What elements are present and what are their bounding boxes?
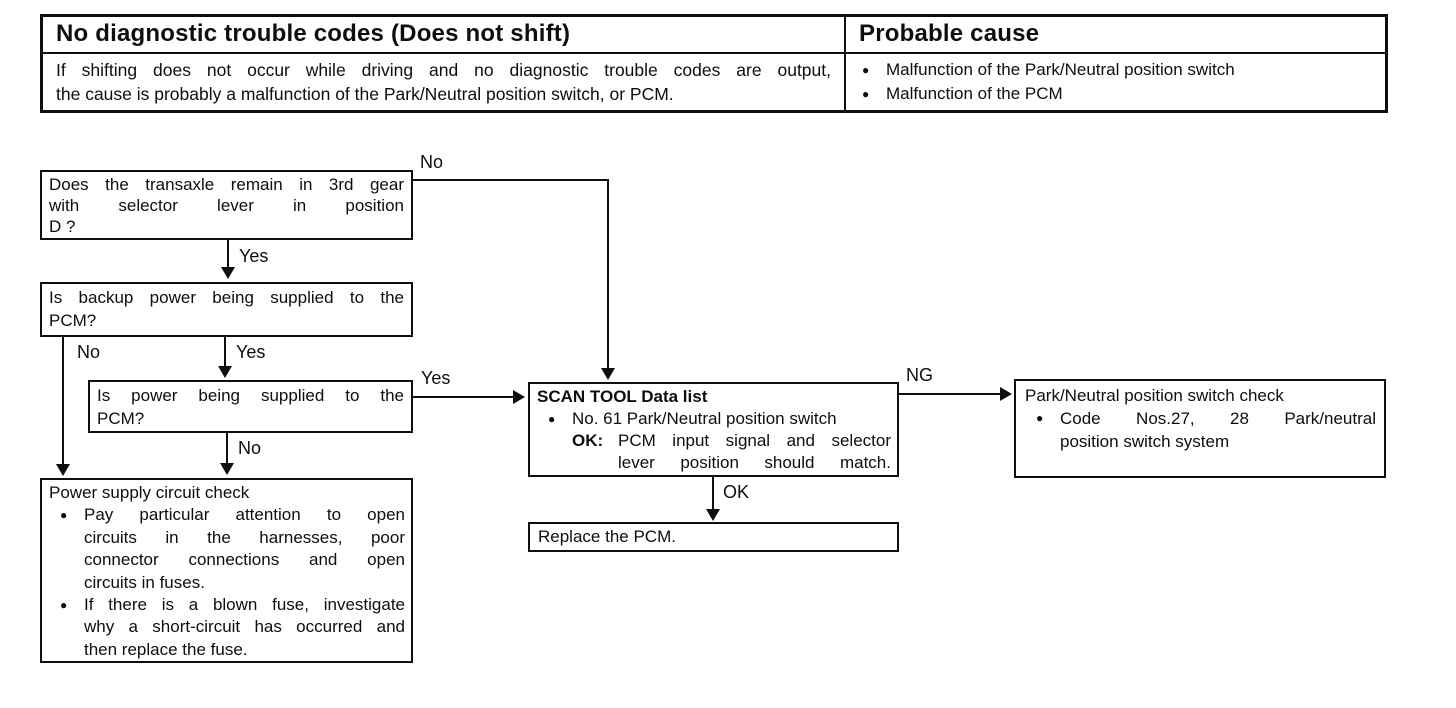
symptom-description: If shifting does not occur while driving… [43,54,846,111]
flow-box-replace-pcm: Replace the PCM. [528,522,899,552]
box-title: Park/Neutral position switch check [1025,386,1284,405]
bullet-icon: ● [862,87,870,101]
connector-line-power-no [226,433,228,465]
flow-box-transaxle-question: Does the transaxle remain in 3rd gear wi… [40,170,413,240]
question-line: D ? [49,217,76,236]
arrow-down-icon [221,267,235,279]
check-item-line: Pay particular attention to open [84,505,405,525]
question-line: PCM? [49,311,97,330]
connector-line-scan-ng [899,393,1001,395]
check-item: ● Pay particular attention to open circu… [48,504,405,594]
ok-text-line: lever position should match. [618,453,891,472]
connector-label-yes: Yes [421,368,451,388]
connector-line-transaxle-yes [227,240,229,269]
symptom-description-line: the cause is probably a malfunction of t… [56,84,674,104]
flow-box-power-supply-check: Power supply circuit check ● Pay particu… [40,478,413,663]
ok-label: OK: [572,431,604,450]
table-body-row: If shifting does not occur while driving… [43,54,1385,111]
box-title: Power supply circuit check [49,483,250,502]
connector-label-no: No [420,152,444,172]
table-header-row: No diagnostic trouble codes (Does not sh… [43,17,1385,54]
question-line: PCM? [97,409,145,428]
flow-box-pn-switch-check: Park/Neutral position switch check ● Cod… [1014,379,1386,478]
arrow-down-icon [706,509,720,521]
ok-text: PCM input signal and selector lever posi… [618,430,891,474]
check-item-line: why a short-circuit has occurred and [84,617,405,637]
check-item-line: then replace the fuse. [84,639,248,659]
question-line: Is power being supplied to the [97,386,404,405]
check-item-line: position switch system [1060,432,1230,451]
flow-box-power-question: Is power being supplied to the PCM? [88,380,413,433]
scan-ok-condition: OK: PCM input signal and selector lever … [572,430,891,474]
ok-text-line: PCM input signal and selector [618,431,891,450]
flow-box-backup-power-question: Is backup power being supplied to the PC… [40,282,413,337]
arrow-down-icon [56,464,70,476]
cause-text: Malfunction of the PCM [886,84,1063,103]
scan-item: ● No. 61 Park/Neutral position switch [536,408,891,430]
bullet-icon: ● [1036,411,1044,425]
connector-label-yes: Yes [239,246,269,266]
check-item-line: Code Nos.27, 28 Park/neutral [1060,409,1376,428]
bullet-icon: ● [862,63,870,77]
box-text: Replace the PCM. [538,527,676,546]
question-line: Does the transaxle remain in 3rd gear [49,175,404,194]
question-line: Is backup power being supplied to the [49,288,404,307]
check-item-text: If there is a blown fuse, investigate wh… [84,594,405,661]
symptom-description-line: If shifting does not occur while driving… [56,60,831,80]
probable-cause-list: ● Malfunction of the Park/Neutral positi… [846,54,1385,111]
check-item-line: If there is a blown fuse, investigate [84,595,405,615]
check-item-line: circuits in fuses. [84,572,205,592]
connector-line-scan-ok [712,477,714,511]
bullet-icon: ● [548,412,556,426]
check-item-text: Code Nos.27, 28 Park/neutral position sw… [1060,407,1376,453]
flow-box-scan-tool: SCAN TOOL Data list ● No. 61 Park/Neutra… [528,382,899,477]
check-item-line: circuits in the harnesses, poor [84,527,405,547]
check-item-text: Pay particular attention to open circuit… [84,504,405,594]
connector-label-no: No [238,438,262,458]
connector-line-backup-yes [224,337,226,368]
arrow-right-icon [513,390,525,404]
connector-line-transaxle-no [607,179,609,369]
connector-label-no: No [77,342,101,362]
bullet-icon: ● [60,508,68,523]
question-line: with selector lever in position [49,196,404,215]
connector-line-backup-no [62,337,64,465]
arrow-down-icon [218,366,232,378]
connector-line-transaxle-no [413,179,609,181]
connector-line-power-yes [413,396,515,398]
diagnostic-table: No diagnostic trouble codes (Does not sh… [40,14,1388,113]
scan-item-text: No. 61 Park/Neutral position switch [572,409,837,428]
cause-item: ● Malfunction of the Park/Neutral positi… [846,58,1385,82]
arrow-down-icon [220,463,234,475]
bullet-icon: ● [60,598,68,613]
cause-text: Malfunction of the Park/Neutral position… [886,60,1235,79]
connector-label-ok: OK [723,482,750,502]
cause-item: ● Malfunction of the PCM [846,82,1385,106]
check-item-line: connector connections and open [84,550,405,570]
check-item: ● Code Nos.27, 28 Park/neutral position … [1024,407,1376,453]
connector-label-yes: Yes [236,342,266,362]
table-header-symptom: No diagnostic trouble codes (Does not sh… [43,17,846,52]
table-header-probable-cause: Probable cause [859,20,1040,47]
arrow-right-icon [1000,387,1012,401]
check-item: ● If there is a blown fuse, investigate … [48,594,405,661]
box-title: SCAN TOOL Data list [537,387,708,406]
connector-label-ng: NG [906,365,933,385]
arrow-down-icon [601,368,615,380]
